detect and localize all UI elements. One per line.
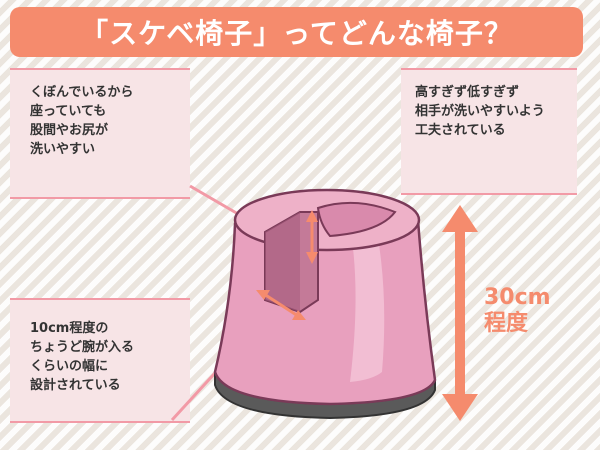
page-title: 「スケベ椅子」ってどんな椅子？ bbox=[80, 17, 513, 50]
note-recess: くぼんでいるから 座っていても 股間やお尻が 洗いやすい bbox=[10, 68, 190, 199]
note-width: 10cm程度の ちょうど腕が入る くらいの幅に 設計されている bbox=[10, 298, 190, 423]
slot-depth-arrow bbox=[306, 210, 318, 264]
chair-highlight bbox=[350, 238, 385, 382]
title-banner: 「スケベ椅子」ってどんな椅子？ bbox=[10, 7, 583, 57]
height-label: 30cm 程度 bbox=[484, 285, 551, 338]
height-value: 30cm bbox=[484, 285, 551, 310]
note-height: 高すぎず低すぎず 相手が洗いやすいよう 工夫されている bbox=[401, 68, 577, 195]
slot-width-arrow bbox=[256, 290, 306, 320]
chair-seat bbox=[316, 201, 397, 238]
height-suffix: 程度 bbox=[484, 311, 529, 337]
height-arrow bbox=[442, 205, 478, 421]
chair-slot-shadow bbox=[265, 212, 300, 312]
